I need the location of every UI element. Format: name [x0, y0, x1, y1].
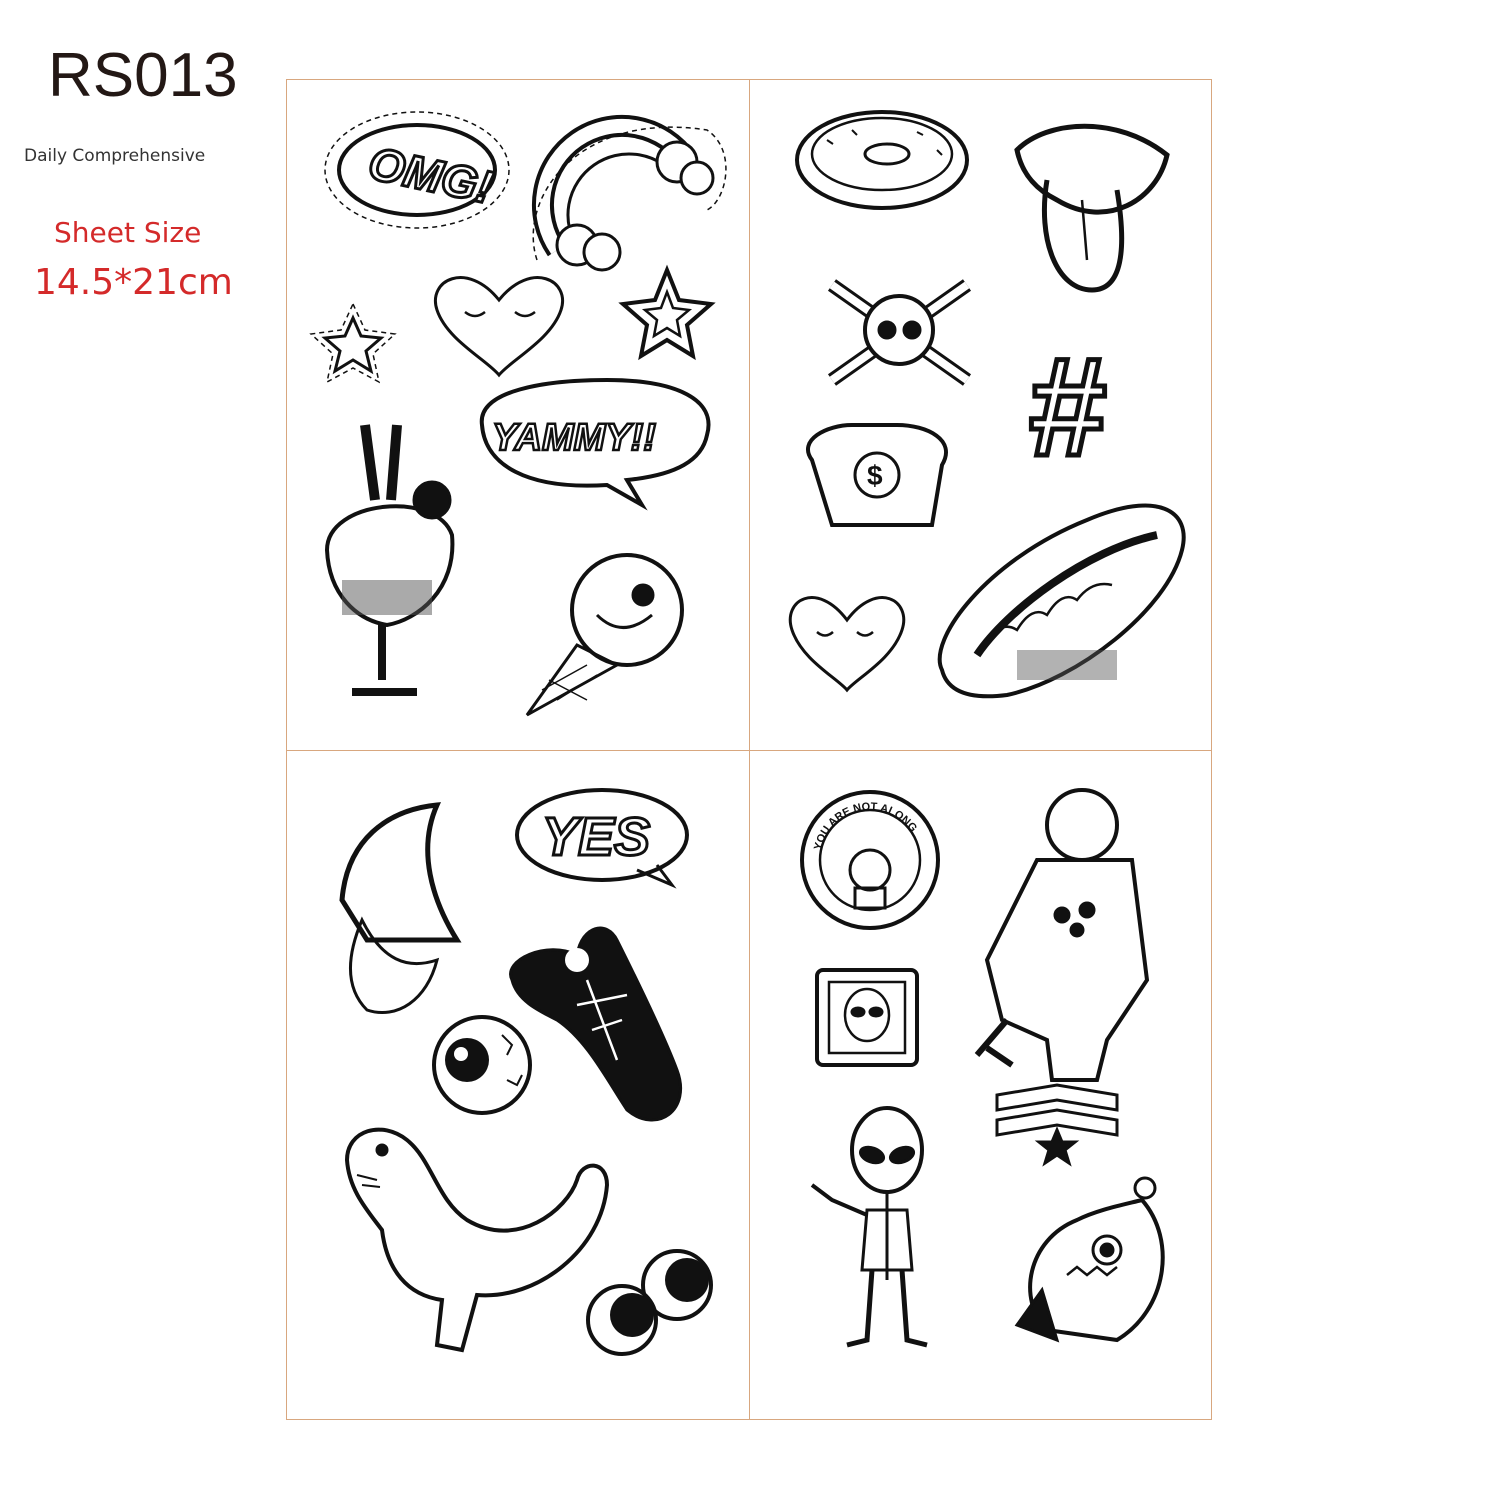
- hashtag-sticker: #: [1027, 326, 1110, 488]
- googly-eyes-sticker: [586, 1249, 713, 1356]
- omg-text: OMG!: [364, 137, 497, 214]
- sticker-artwork: OMG!: [309, 110, 1186, 1356]
- sheet-size-value: 14.5*21cm: [34, 262, 233, 303]
- donut-sticker: [795, 110, 969, 210]
- shirt-symbol: $: [867, 460, 883, 491]
- sticker-sheet: OMG!: [286, 79, 1212, 1420]
- rainbow-sticker: [532, 115, 727, 272]
- alien-waving-sticker: [810, 1106, 928, 1348]
- alien-badge-sticker: YOU ARE NOT ALONG: [800, 790, 940, 930]
- sheet-size-label: Sheet Size: [54, 216, 202, 249]
- sleepy-heart-sticker: [434, 276, 564, 378]
- product-category: Daily Comprehensive: [24, 146, 206, 166]
- shark-fin-sticker: [339, 802, 462, 1015]
- yammy-sticker: YAMMY!!: [479, 377, 711, 511]
- alien-square-sticker: [815, 968, 919, 1067]
- tongue-lips-sticker: [1014, 123, 1170, 293]
- rocket-sticker: [1014, 1176, 1165, 1343]
- trex-sticker: [344, 1127, 610, 1353]
- omg-sticker: OMG!: [324, 111, 510, 229]
- skull-crossbones-sticker: [827, 279, 972, 386]
- eyeball-sticker: [432, 1015, 532, 1115]
- hotdog-sticker: [937, 503, 1186, 699]
- astronaut-sticker: [974, 788, 1150, 1082]
- skeleton-bear-sticker: [509, 926, 683, 1122]
- yes-sticker: YES: [515, 788, 689, 889]
- sheet-divider-horizontal: [287, 750, 1211, 751]
- product-code: RS013: [48, 41, 238, 110]
- hashtag-text: #: [1029, 328, 1107, 485]
- star-sticker-small: [309, 302, 397, 384]
- sleepy-heart-sticker-2: [788, 596, 906, 693]
- yammy-text: YAMMY!!: [492, 417, 656, 459]
- chevron-badge-sticker: [995, 1083, 1119, 1167]
- sheet-divider-vertical: [749, 80, 750, 1419]
- smiley-cone-sticker: [525, 553, 684, 717]
- yes-text: YES: [542, 807, 650, 867]
- sundae-sticker: [324, 424, 455, 696]
- star-sticker-outlined: [618, 264, 716, 361]
- shirt-rip-sticker: $: [806, 423, 948, 527]
